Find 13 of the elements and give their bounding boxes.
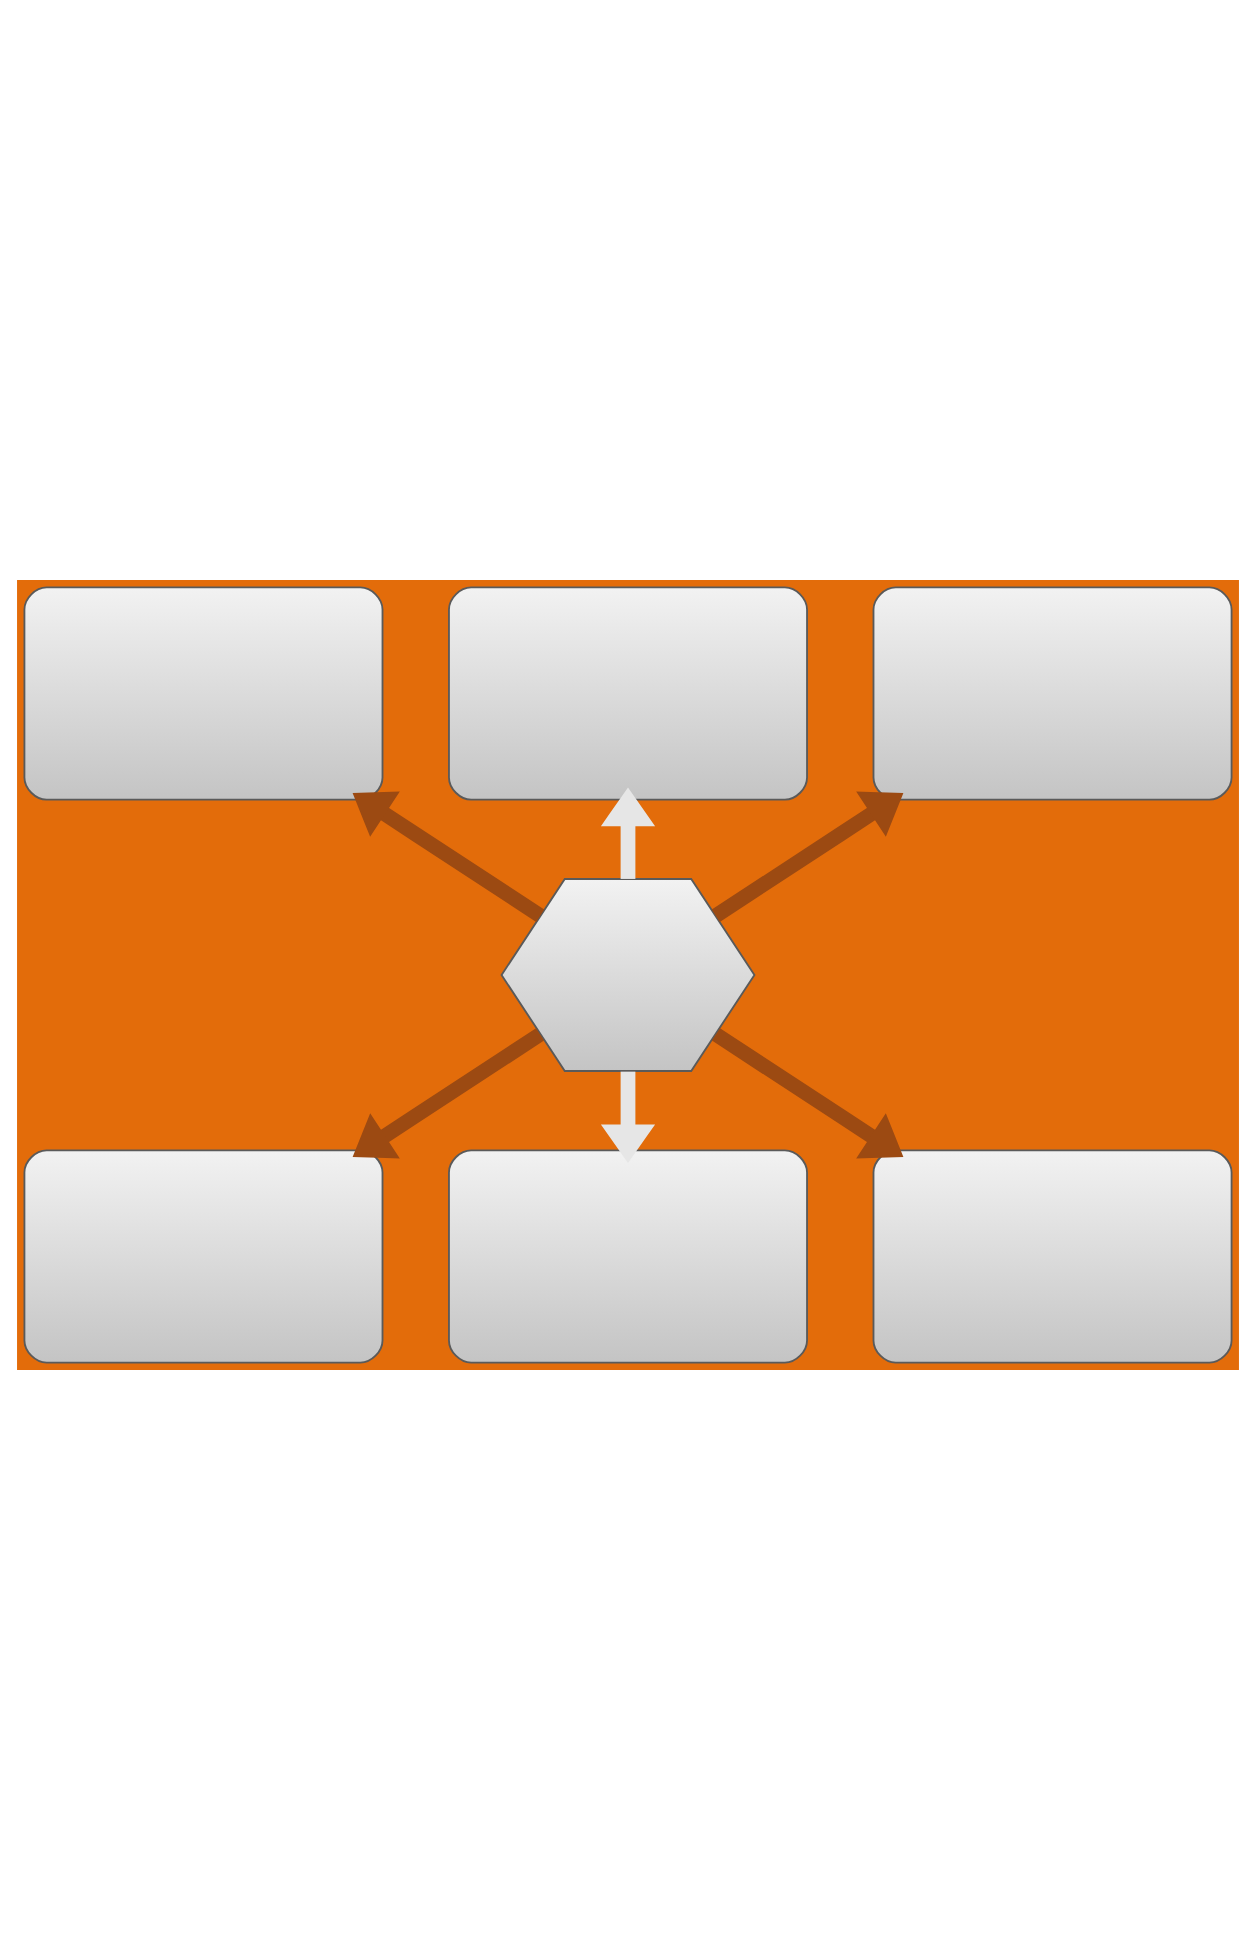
node-box bbox=[23, 586, 384, 801]
node-box bbox=[872, 586, 1233, 801]
node-hexagon bbox=[500, 878, 756, 1072]
arrow bbox=[711, 791, 904, 922]
arrow bbox=[352, 791, 545, 922]
node-box bbox=[448, 586, 808, 801]
arrow bbox=[600, 1071, 656, 1164]
arrow bbox=[352, 1028, 545, 1159]
arrow bbox=[600, 787, 656, 879]
node-box bbox=[872, 1149, 1233, 1364]
node-box bbox=[448, 1149, 808, 1364]
node-box bbox=[23, 1149, 384, 1364]
arrow bbox=[711, 1028, 904, 1159]
